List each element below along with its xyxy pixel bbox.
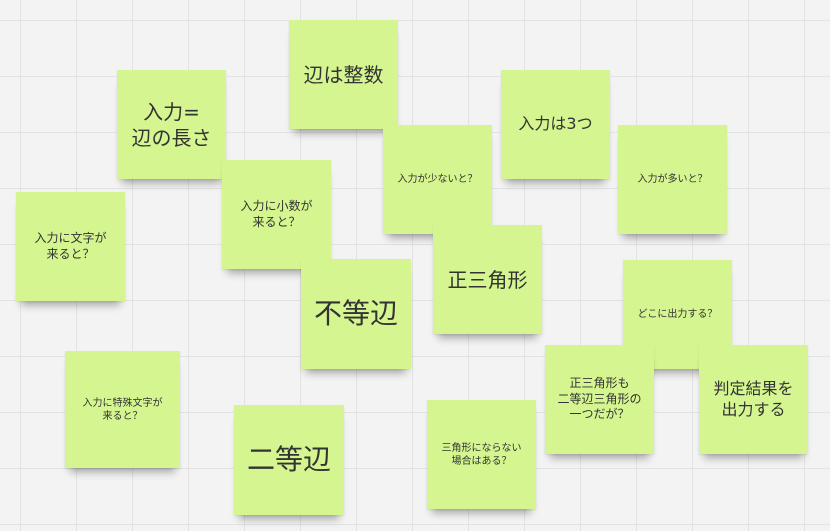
note-equilateral-isosceles[interactable]: 正三角形も二等辺三角形の一つだが？ [545,345,654,454]
note-text: 入力に文字が来ると？ [34,230,107,261]
note-decimal-input[interactable]: 入力に小数が来ると？ [222,160,331,269]
note-scalene[interactable]: 不等辺 [301,259,411,369]
note-text: 判定結果を出力する [713,378,794,419]
note-output-result[interactable]: 判定結果を出力する [699,345,808,454]
note-text: 正三角形も二等辺三角形の一つだが？ [557,376,642,422]
note-not-triangle[interactable]: 三角形にならない場合はある？ [427,400,536,509]
note-equilateral[interactable]: 正三角形 [433,225,542,334]
note-text: どこに出力する？ [637,309,718,320]
note-too-few-inputs[interactable]: 入力が少ないと？ [383,125,492,234]
note-input-three[interactable]: 入力は3つ [501,70,610,179]
note-text: 正三角形 [447,267,528,292]
note-text: 入力は3つ [518,114,593,134]
note-edge-integer[interactable]: 辺は整数 [289,20,398,129]
note-text: 入力に特殊文字が来ると？ [82,397,163,422]
note-text: 二等辺 [246,442,331,476]
note-text: 入力が少ないと？ [397,174,478,185]
note-text: 入力=辺の長さ [131,99,212,150]
note-special-char-input[interactable]: 入力に特殊文字が来ると？ [65,351,180,468]
note-text: 不等辺 [313,296,398,330]
note-isosceles[interactable]: 二等辺 [234,405,344,515]
note-text: 入力に小数が来ると？ [240,198,313,229]
note-text: 三角形にならない場合はある？ [441,442,522,467]
note-text: 入力が多いと？ [637,174,708,185]
note-text: 辺は整数 [303,62,384,87]
note-too-many-inputs[interactable]: 入力が多いと？ [618,125,727,234]
note-text-input[interactable]: 入力に文字が来ると？ [16,192,125,301]
note-input-edge-length[interactable]: 入力=辺の長さ [117,70,226,179]
